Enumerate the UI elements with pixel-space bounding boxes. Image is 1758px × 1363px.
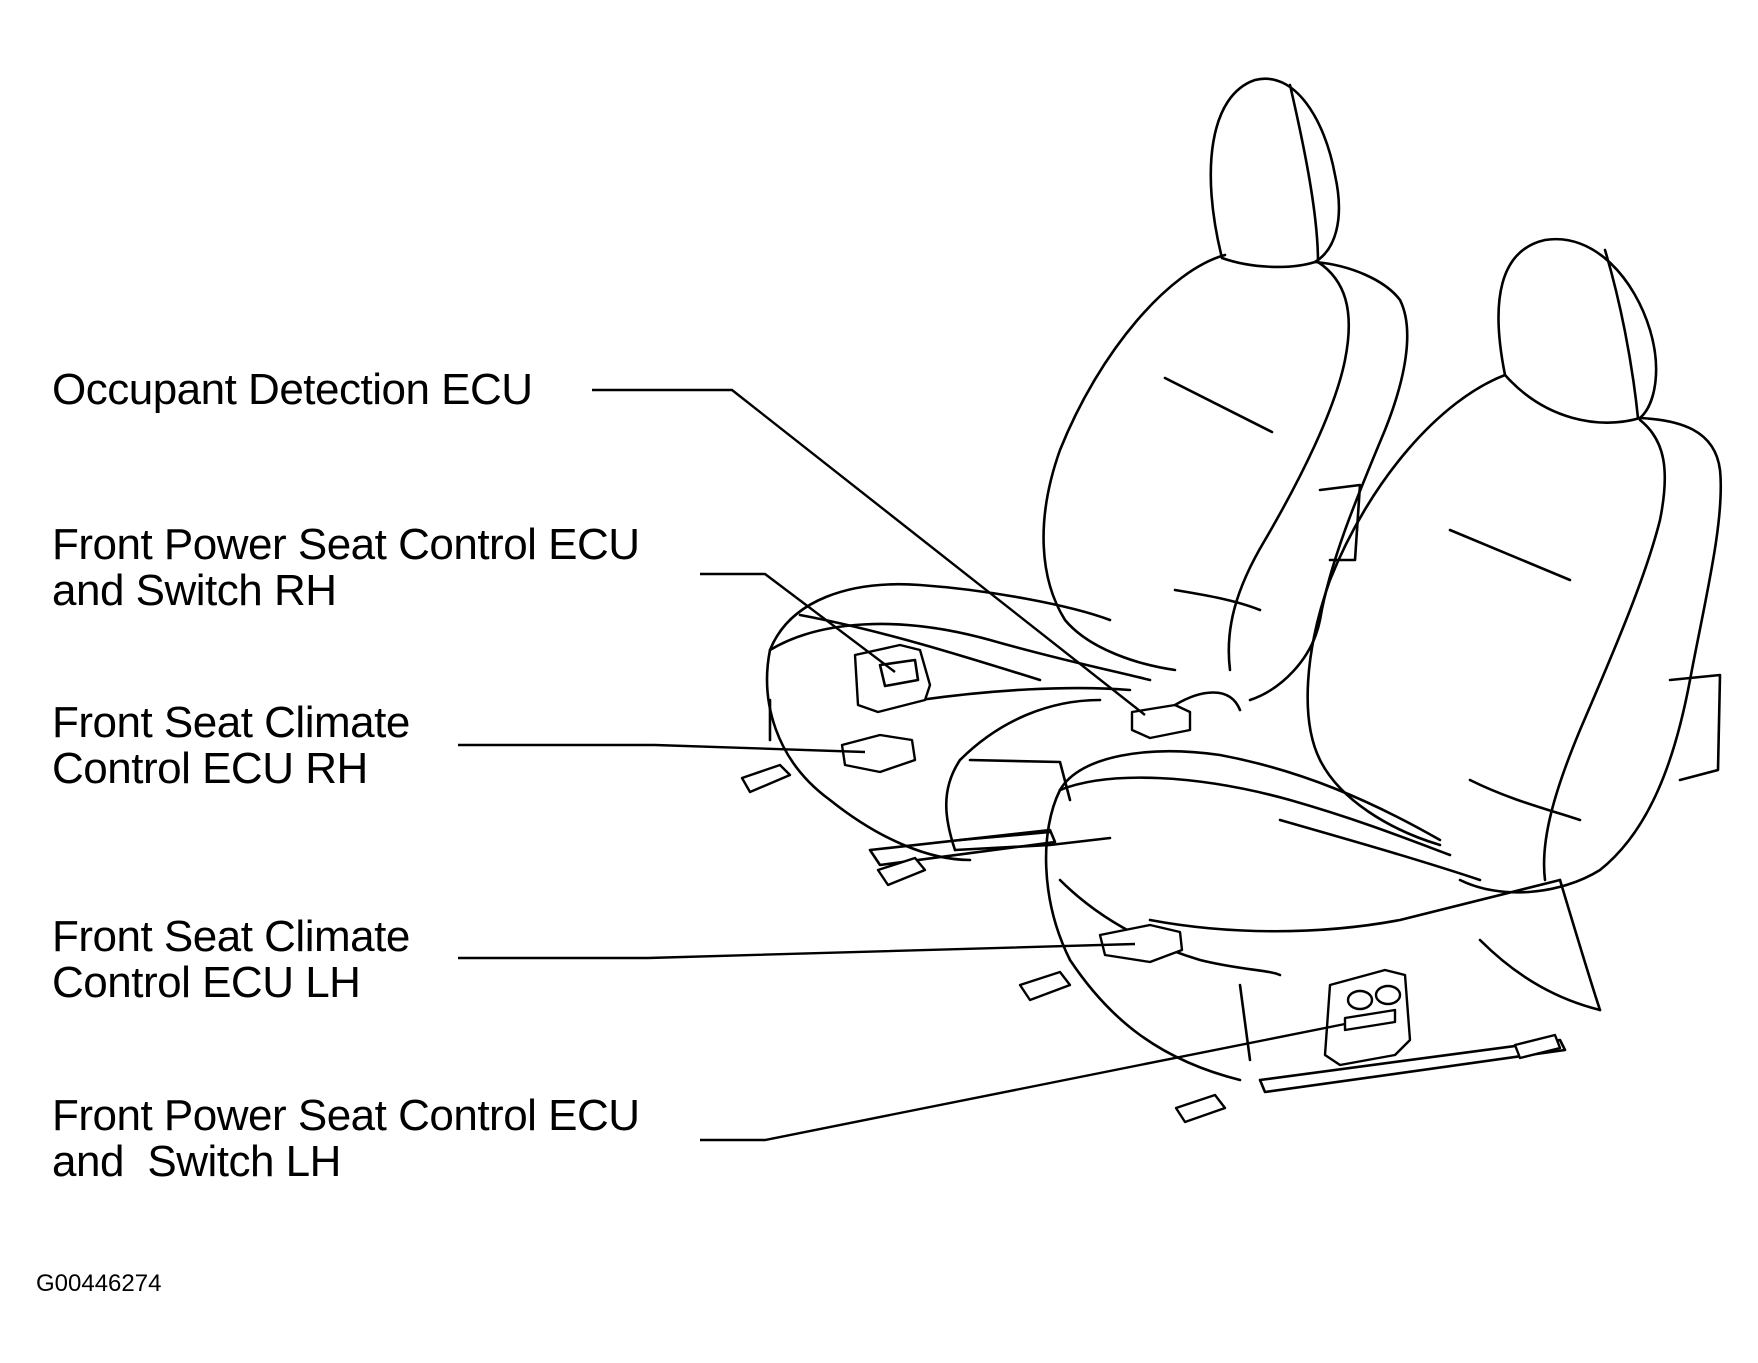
lh-cushion bbox=[1058, 750, 1442, 842]
lh-climate-ecu bbox=[1098, 923, 1184, 964]
label-line: Front Seat Climate bbox=[52, 698, 410, 747]
lh-rail bbox=[1258, 1038, 1567, 1094]
label-line: and Switch LH bbox=[52, 1137, 341, 1186]
leader-occupant-ecu bbox=[592, 388, 1146, 716]
occupant-ecu bbox=[1130, 703, 1192, 740]
lh-seat bbox=[1018, 237, 1723, 1124]
leader-power-seat-rh bbox=[700, 572, 896, 673]
rh-backrest bbox=[1042, 253, 1227, 672]
leader-power-seat-lh bbox=[700, 1022, 1346, 1142]
label-line: Control ECU LH bbox=[52, 958, 361, 1007]
label-front-power-seat-lh: Front Power Seat Control ECU and Switch … bbox=[52, 1093, 640, 1185]
figure-id: G00446274 bbox=[36, 1270, 162, 1297]
label-front-power-seat-rh: Front Power Seat Control ECU and Switch … bbox=[52, 522, 640, 614]
label-occupant-detection-ecu: Occupant Detection ECU bbox=[52, 367, 533, 413]
leader-lines bbox=[458, 388, 1346, 1142]
label-line: Occupant Detection ECU bbox=[52, 365, 533, 414]
rh-cushion bbox=[768, 583, 1112, 652]
label-line: Front Seat Climate bbox=[52, 912, 410, 961]
rh-seat bbox=[740, 77, 1409, 887]
label-front-seat-climate-lh: Front Seat Climate Control ECU LH bbox=[52, 914, 410, 1006]
leader-climate-rh bbox=[458, 743, 866, 754]
lh-headrest bbox=[1497, 237, 1658, 424]
rh-headrest bbox=[1209, 77, 1341, 269]
label-line: Front Power Seat Control ECU bbox=[52, 1091, 640, 1140]
leader-climate-lh bbox=[458, 942, 1136, 960]
label-line: Front Power Seat Control ECU bbox=[52, 520, 640, 569]
label-line: Control ECU RH bbox=[52, 744, 368, 793]
label-front-seat-climate-rh: Front Seat Climate Control ECU RH bbox=[52, 700, 410, 792]
lh-backrest bbox=[1306, 373, 1507, 847]
label-line: and Switch RH bbox=[52, 566, 337, 615]
rh-climate-ecu bbox=[840, 733, 917, 774]
